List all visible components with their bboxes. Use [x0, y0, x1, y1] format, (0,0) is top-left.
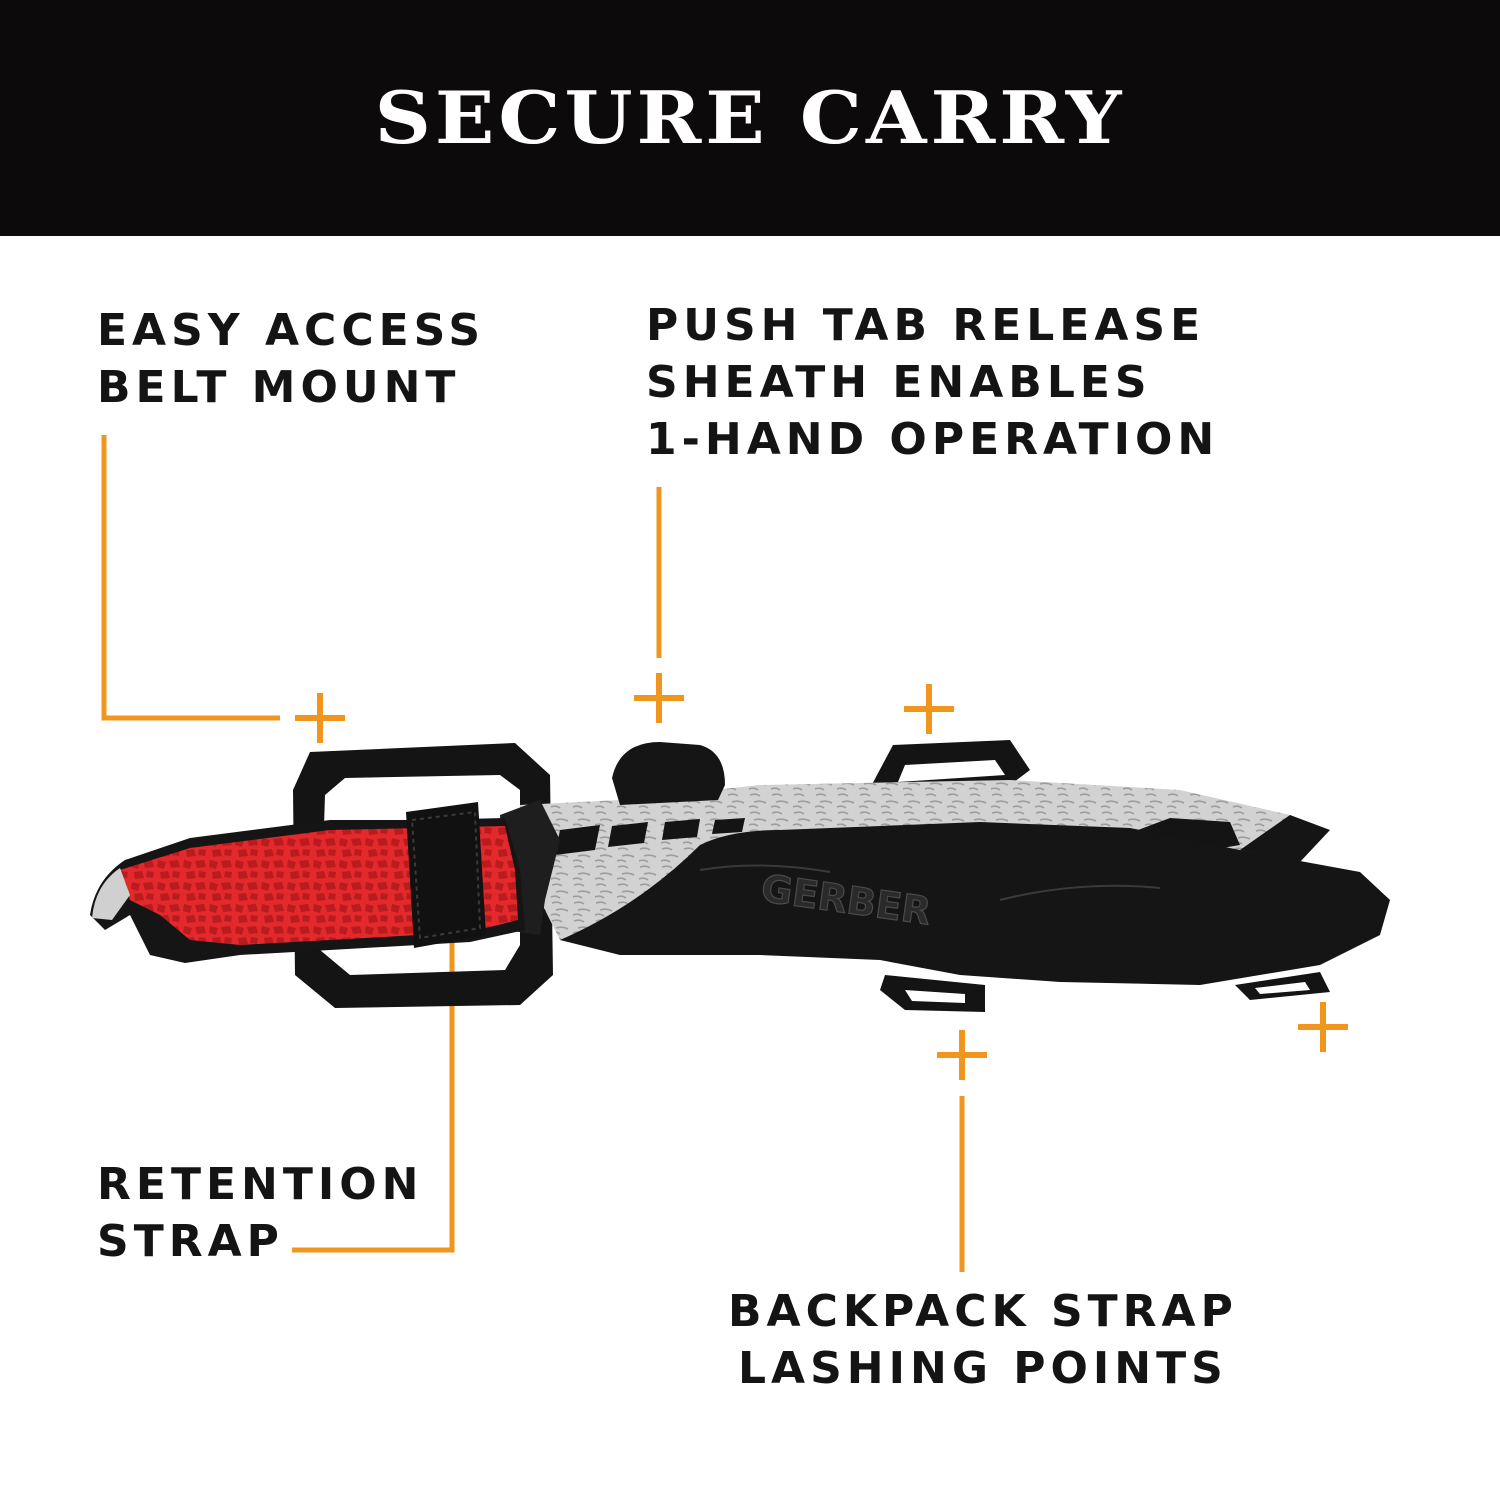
sheath: GERBER — [560, 815, 1390, 985]
callout-text: EASY ACCESS — [97, 305, 486, 356]
header-banner: SECURE CARRY — [0, 0, 1500, 236]
callout-text: BELT MOUNT — [97, 362, 461, 413]
callout-retention-strap: RETENTION STRAP — [97, 1156, 423, 1270]
callout-text: LASHING POINTS — [738, 1343, 1228, 1394]
plus-marker-icon — [904, 684, 954, 734]
callout-text: SHEATH ENABLES — [646, 357, 1152, 408]
callout-backpack-lashing: BACKPACK STRAP LASHING POINTS — [728, 1283, 1238, 1397]
callout-text: BACKPACK STRAP — [728, 1286, 1238, 1337]
plus-marker-icon — [937, 1030, 987, 1080]
callout-text: PUSH TAB RELEASE — [646, 300, 1206, 351]
leader-line-belt — [101, 435, 280, 721]
pommel-hook — [92, 868, 130, 920]
callout-push-tab: PUSH TAB RELEASE SHEATH ENABLES 1-HAND O… — [646, 297, 1219, 468]
plus-marker-icon — [1298, 1002, 1348, 1052]
belt-mount-frame — [293, 743, 553, 1008]
push-tab-release — [612, 742, 725, 805]
plus-marker-icon — [295, 693, 345, 743]
leader-line-retention — [292, 922, 455, 1253]
blade-cutouts — [555, 818, 745, 855]
plus-marker-icon — [634, 673, 684, 723]
leader-lines — [101, 435, 965, 1272]
callout-belt-mount: EASY ACCESS BELT MOUNT — [97, 302, 485, 416]
callout-text: 1-HAND OPERATION — [646, 414, 1220, 465]
callout-text: RETENTION — [97, 1159, 424, 1210]
page-title: SECURE CARRY — [374, 76, 1126, 160]
callout-text: STRAP — [97, 1216, 284, 1267]
retention-strap — [406, 802, 486, 948]
